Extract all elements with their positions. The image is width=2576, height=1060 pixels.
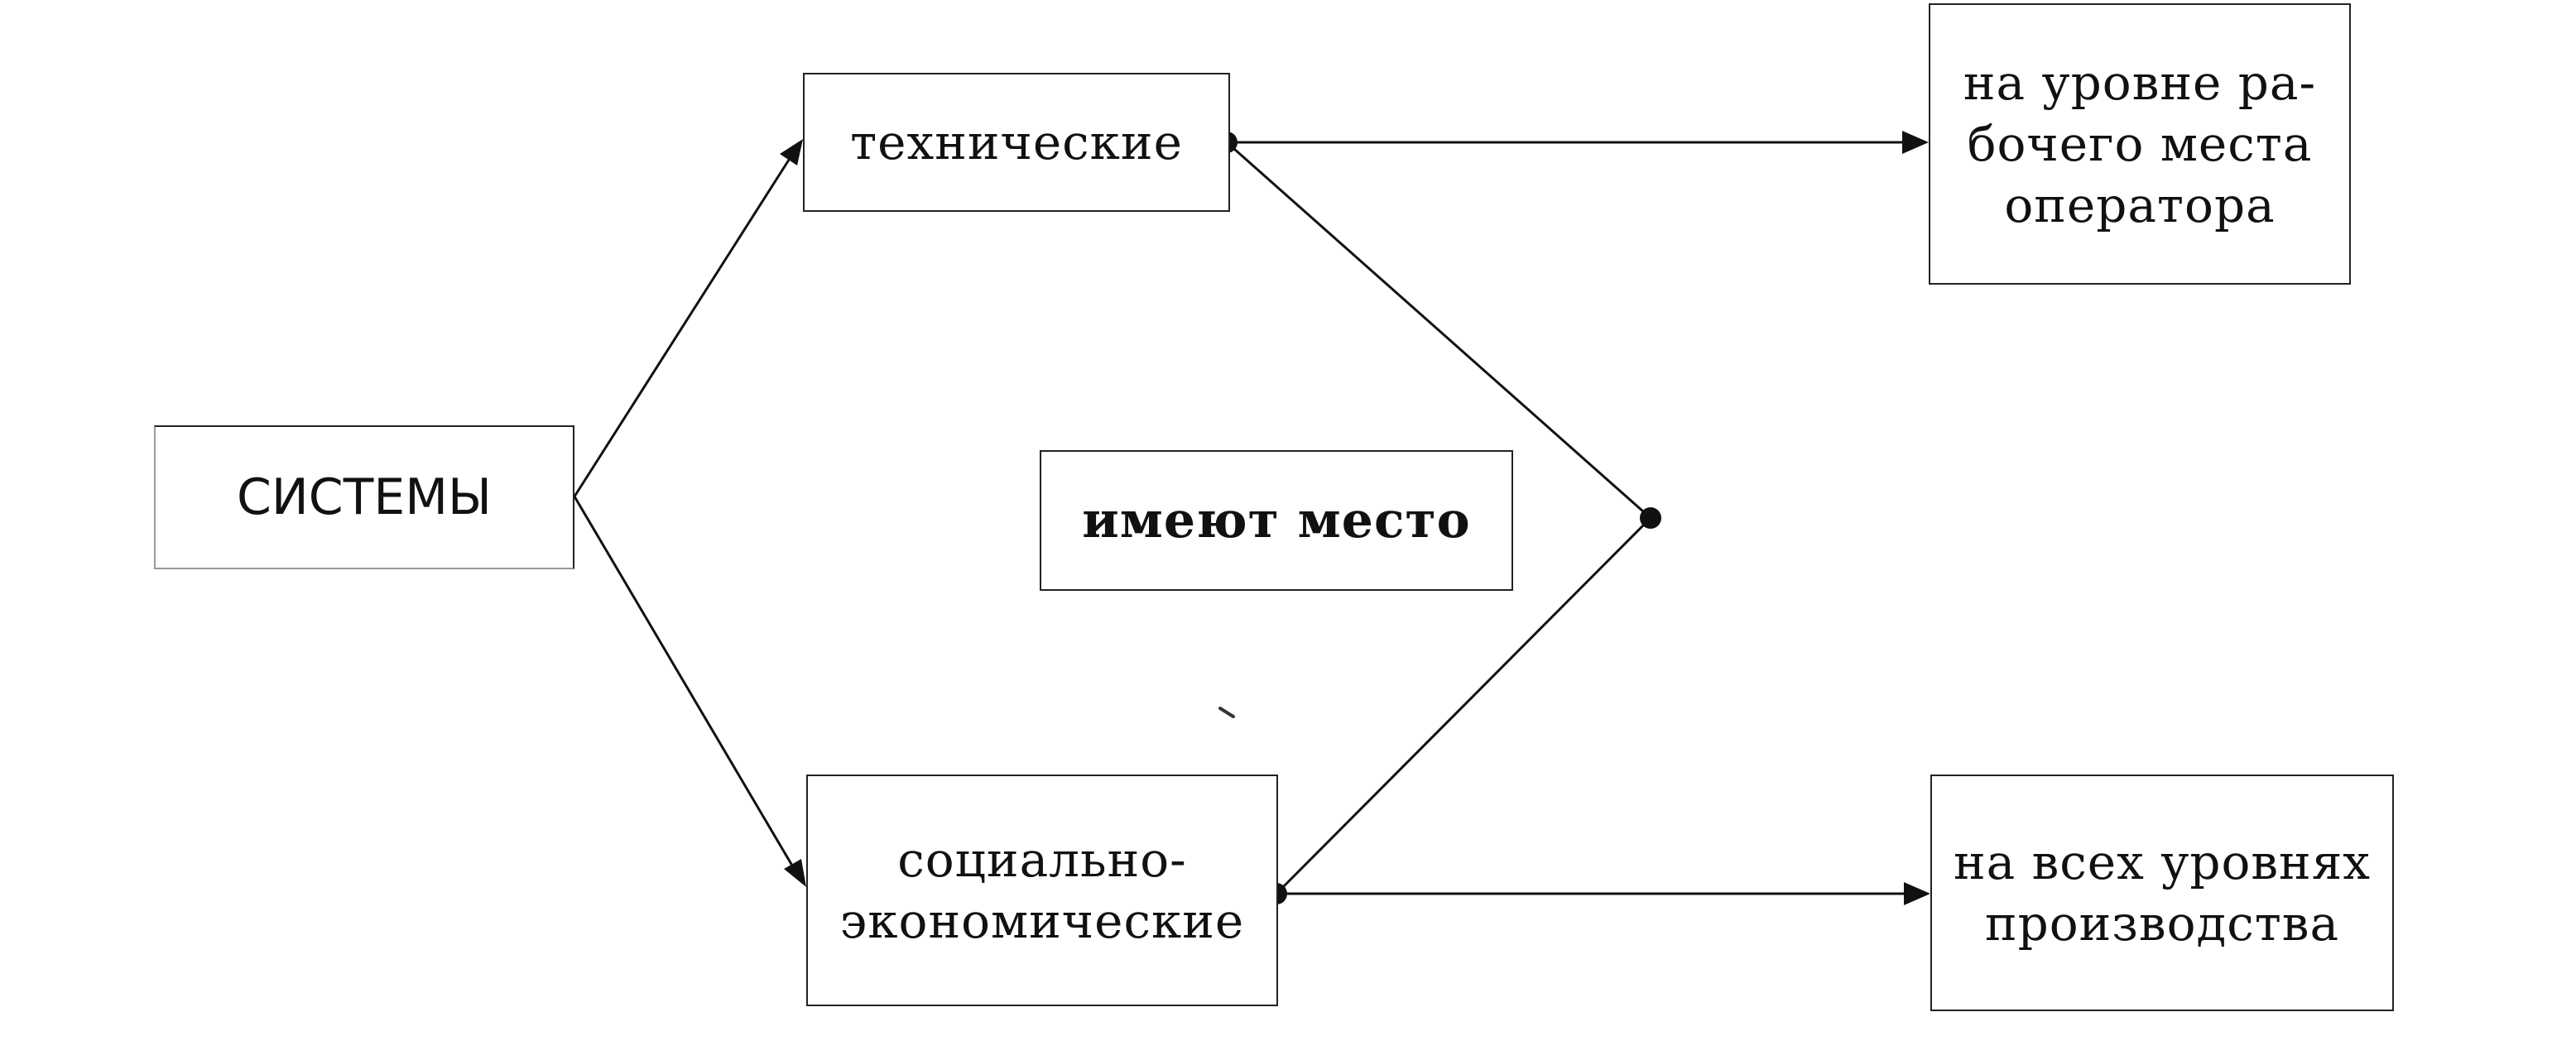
node-socio-label: социально- экономические	[840, 829, 1244, 952]
node-alllevels-line-1: на всех уровнях	[1953, 834, 2372, 890]
edge-sistemy-tech	[573, 156, 792, 497]
node-tech: технические	[803, 73, 1230, 212]
node-socio-line-1: социально-	[897, 832, 1187, 888]
node-workplace-line-1: на уровне ра-	[1963, 55, 2317, 111]
arrowhead-tech	[780, 139, 803, 165]
node-workplace-label: на уровне ра- бочего места оператора	[1963, 52, 2316, 236]
node-socio-line-2: экономические	[839, 893, 1245, 949]
edge-tech-junction	[1226, 141, 1651, 520]
node-workplace-line-2: бочего места	[1967, 116, 2313, 172]
node-sistemy-line-1: СИСТЕМЫ	[237, 468, 492, 526]
node-socio: социально- экономические	[806, 775, 1278, 1006]
node-workplace-line-3: оператора	[2004, 177, 2276, 233]
node-sistemy: СИСТЕМЫ	[154, 425, 574, 569]
edge-sistemy-socio	[573, 496, 794, 866]
node-tech-label: технические	[850, 112, 1183, 173]
node-alllevels-line-2: производства	[1984, 895, 2340, 952]
node-alllevels: на всех уровнях производства	[1930, 775, 2394, 1011]
arrowhead-alllevels	[1904, 882, 1930, 905]
arrowhead-socio	[784, 859, 806, 887]
node-imeyut-line-1: имеют место	[1082, 492, 1471, 549]
junction-dot	[1640, 507, 1661, 529]
node-imeyut: имеют место	[1040, 450, 1513, 591]
edge-socio-junction	[1275, 516, 1652, 895]
node-workplace: на уровне ра- бочего места оператора	[1929, 3, 2351, 285]
arrowhead-workplace	[1902, 131, 1929, 154]
node-sistemy-label: СИСТЕМЫ	[237, 467, 492, 528]
node-tech-line-1: технические	[850, 114, 1183, 170]
scan-speck	[1218, 707, 1235, 718]
node-imeyut-label: имеют место	[1082, 490, 1470, 551]
node-alllevels-label: на всех уровнях производства	[1954, 832, 2371, 954]
